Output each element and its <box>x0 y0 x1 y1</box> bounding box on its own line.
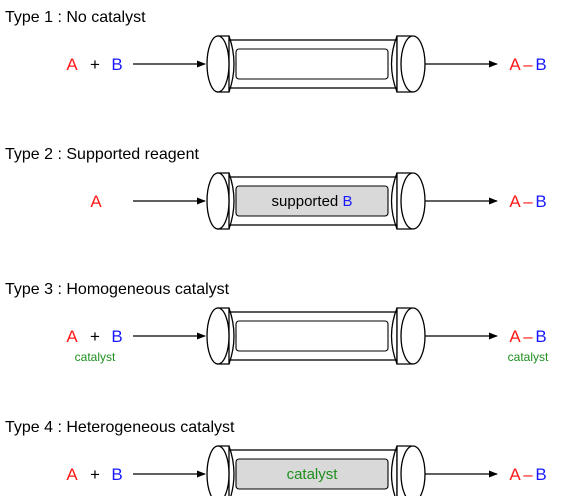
reactor-packing <box>235 185 389 217</box>
product-b: B <box>535 192 546 211</box>
product-a: A <box>509 55 521 74</box>
right-end-cap-rim <box>390 307 398 365</box>
reactor-label-highlight: catalyst <box>287 466 339 483</box>
reactor-column <box>206 307 426 365</box>
bond-dash: – <box>523 465 533 484</box>
product-a: A <box>509 192 521 211</box>
product-b: B <box>535 465 546 484</box>
left-end-cap-rim <box>228 445 235 496</box>
left-end-cap <box>206 307 230 365</box>
panel-title: Type 3 : Homogeneous catalyst <box>5 281 230 298</box>
reactor-packing <box>235 458 389 490</box>
product: A–B <box>509 465 546 484</box>
plus-sign: + <box>90 465 100 484</box>
left-end-cap-rim <box>228 172 235 230</box>
reactant-a: A <box>66 55 78 74</box>
panel-title: Type 1 : No catalyst <box>5 9 146 26</box>
left-end-cap-rim <box>228 307 235 365</box>
input-catalyst-label: catalyst <box>75 350 116 364</box>
reactor-label-prefix: supported <box>272 193 343 210</box>
reactant-b: B <box>111 465 122 484</box>
product-b: B <box>535 327 546 346</box>
left-end-cap <box>206 172 230 230</box>
reactor-content-label: catalyst <box>287 466 339 483</box>
panel-title: Type 4 : Heterogeneous catalyst <box>5 419 235 436</box>
bond-dash: – <box>523 55 533 74</box>
right-end-cap-rim <box>390 172 398 230</box>
right-end-cap <box>400 35 426 93</box>
input-reactants: A + B <box>66 465 122 484</box>
left-end-cap <box>206 445 230 496</box>
product-a: A <box>509 465 521 484</box>
product-b: B <box>535 55 546 74</box>
right-end-cap <box>400 172 426 230</box>
reactor-column: catalyst <box>206 445 426 496</box>
reactor-column: supported B <box>206 172 426 230</box>
right-end-cap-rim <box>390 35 398 93</box>
input-reactants: A <box>90 192 102 211</box>
bond-dash: – <box>523 327 533 346</box>
right-end-cap <box>400 307 426 365</box>
product-a: A <box>509 327 521 346</box>
left-end-cap <box>206 35 230 93</box>
reactant-a: A <box>90 192 102 211</box>
reactor-label-highlight: B <box>342 193 352 210</box>
reactant-b: B <box>111 327 122 346</box>
reactant-b: B <box>111 55 122 74</box>
reactor-tube-inner <box>235 320 389 352</box>
output-catalyst-label: catalyst <box>508 350 549 364</box>
right-end-cap-rim <box>390 445 398 496</box>
plus-sign: + <box>90 55 100 74</box>
reactant-a: A <box>66 327 78 346</box>
reactor-tube-inner <box>235 48 389 80</box>
panel-title: Type 2 : Supported reagent <box>5 146 199 163</box>
left-end-cap-rim <box>228 35 235 93</box>
reactant-a: A <box>66 465 78 484</box>
reactor-content-label: supported B <box>272 193 353 210</box>
input-reactants: A + B <box>66 55 122 74</box>
product: A–B <box>509 55 546 74</box>
right-end-cap <box>400 445 426 496</box>
plus-sign: + <box>90 327 100 346</box>
reactor-column <box>206 35 426 93</box>
bond-dash: – <box>523 192 533 211</box>
product: A–B <box>509 192 546 211</box>
